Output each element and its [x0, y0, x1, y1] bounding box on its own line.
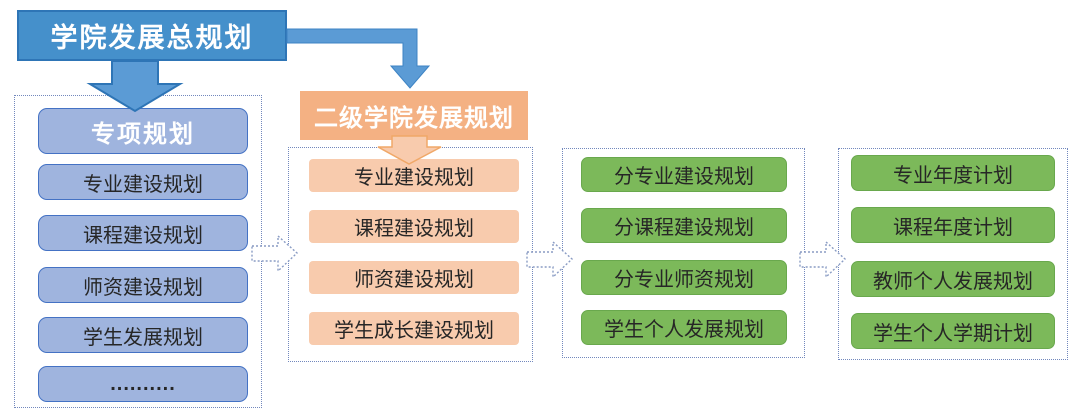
sub-plan-item: 分课程建设规划 — [581, 208, 787, 243]
secondary-college-header-box: 二级学院发展规划 — [300, 91, 528, 140]
sub-plan-item-label: 分专业师资规划 — [614, 269, 754, 291]
root-to-branch-elbow-arrow-icon — [286, 28, 431, 89]
secondary-college-header-label: 二级学院发展规划 — [314, 105, 514, 132]
root-plan-label: 学院发展总规划 — [50, 23, 254, 53]
secondary-plan-item: 专业建设规划 — [309, 159, 519, 192]
annual-plan-item-label: 专业年度计划 — [893, 164, 1013, 187]
sub-plan-item: 学生个人发展规划 — [581, 310, 787, 345]
sub-plan-item: 分专业建设规划 — [581, 157, 787, 192]
secondary-plan-item-label: 课程建设规划 — [354, 218, 474, 240]
secondary-plan-item: 师资建设规划 — [309, 261, 519, 294]
secondary-plan-item-label: 师资建设规划 — [354, 269, 474, 291]
special-plan-item: 师资建设规划 — [38, 267, 248, 303]
sub-plan-item-label: 分专业建设规划 — [614, 166, 754, 188]
special-plan-item-label: 专业建设规划 — [83, 173, 203, 196]
annual-plan-item: 课程年度计划 — [851, 207, 1055, 243]
annual-plan-item: 教师个人发展规划 — [851, 261, 1055, 297]
sub-plan-item-label: 分课程建设规划 — [614, 217, 754, 239]
special-plan-ellipsis-label: .......... — [110, 372, 176, 395]
secondary-plan-item: 课程建设规划 — [309, 210, 519, 243]
annual-plan-item-label: 教师个人发展规划 — [873, 270, 1033, 293]
annual-plan-item-label: 课程年度计划 — [893, 216, 1013, 239]
sub-plan-item: 分专业师资规划 — [581, 260, 787, 295]
special-plan-item-label: 学生发展规划 — [83, 326, 203, 349]
special-plan-ellipsis-item: .......... — [38, 366, 248, 402]
special-plans-header-box: 专项规划 — [38, 108, 248, 154]
root-plan-box: 学院发展总规划 — [17, 10, 287, 61]
special-plan-item: 专业建设规划 — [38, 164, 248, 200]
secondary-plan-item-label: 学生成长建设规划 — [334, 320, 494, 342]
special-plan-item-label: 师资建设规划 — [83, 276, 203, 299]
special-plan-item: 课程建设规划 — [38, 215, 248, 251]
secondary-plan-item-label: 专业建设规划 — [354, 167, 474, 189]
annual-plan-item: 专业年度计划 — [851, 155, 1055, 191]
special-plan-item-label: 课程建设规划 — [83, 224, 203, 247]
special-plans-header-label: 专项规划 — [91, 120, 195, 148]
annual-plan-item-label: 学生个人学期计划 — [873, 322, 1033, 345]
secondary-plan-item: 学生成长建设规划 — [309, 312, 519, 345]
sub-plan-item-label: 学生个人发展规划 — [604, 319, 764, 341]
annual-plan-item: 学生个人学期计划 — [851, 313, 1055, 349]
special-plan-item: 学生发展规划 — [38, 317, 248, 353]
